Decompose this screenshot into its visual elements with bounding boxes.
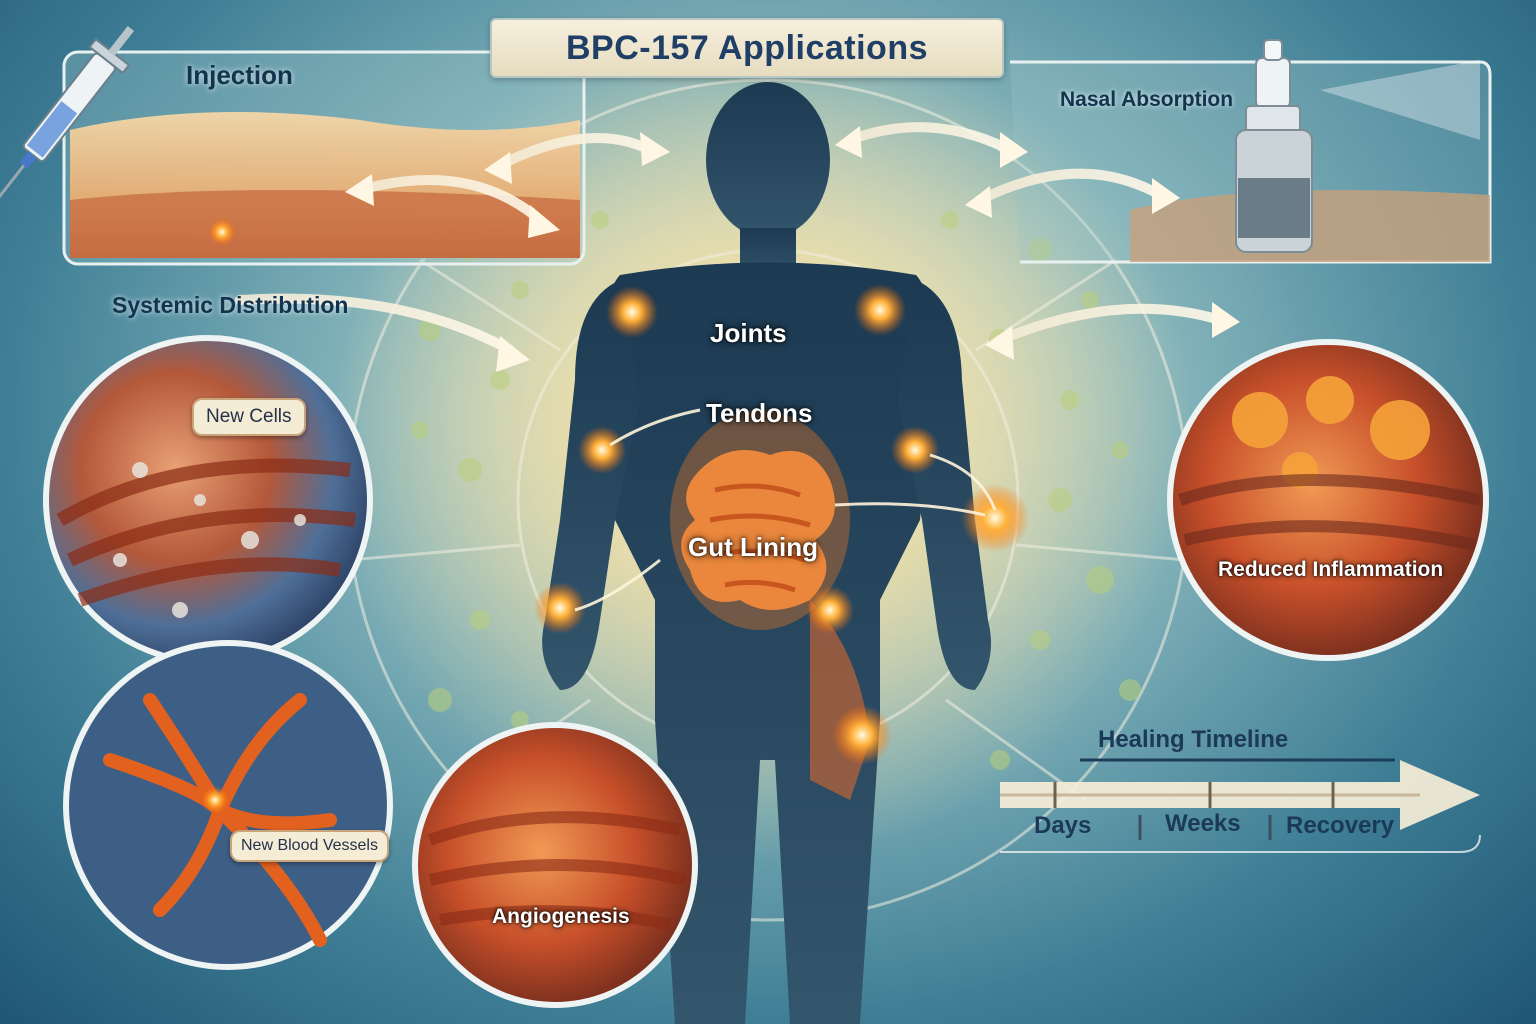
timeline-title: Healing Timeline (1098, 726, 1289, 753)
circle-new-blood-vessels (63, 640, 393, 970)
caption-angiogenesis: Angiogenesis (492, 905, 630, 928)
gut-illustration (670, 410, 850, 630)
timeline-graphic (1000, 758, 1481, 853)
label-tendons: Tendons (706, 398, 813, 428)
circle-reduced-inflammation (1167, 339, 1489, 661)
nasal-spray-icon (1235, 39, 1313, 253)
bubble-new-blood-vessels: New Blood Vessels (230, 830, 389, 862)
syringe-icon (0, 26, 135, 219)
timeline-stage-days: Days (1034, 812, 1092, 839)
label-joints: Joints (710, 318, 787, 348)
label-gut-lining: Gut Lining (688, 532, 818, 562)
page-title: BPC-157 Applications (565, 28, 929, 67)
label-nasal-absorption: Nasal Absorption (1060, 88, 1234, 111)
label-injection: Injection (186, 60, 293, 90)
caption-reduced-inflammation: Reduced Inflammation (1218, 558, 1444, 581)
arrow-heads (345, 126, 1240, 372)
timeline-stage-weeks: Weeks (1165, 810, 1241, 837)
healing-spots (534, 284, 1029, 765)
injection-panel (62, 50, 586, 266)
circle-angiogenesis (412, 722, 698, 1008)
timeline-stage-recovery: Recovery (1286, 812, 1395, 839)
circle-new-cells (43, 335, 373, 665)
bubble-new-cells: New Cells (192, 398, 306, 436)
title-banner: BPC-157 Applications (490, 18, 1004, 78)
flow-arrows (235, 122, 1225, 355)
label-systemic-distribution: Systemic Distribution (112, 292, 349, 318)
